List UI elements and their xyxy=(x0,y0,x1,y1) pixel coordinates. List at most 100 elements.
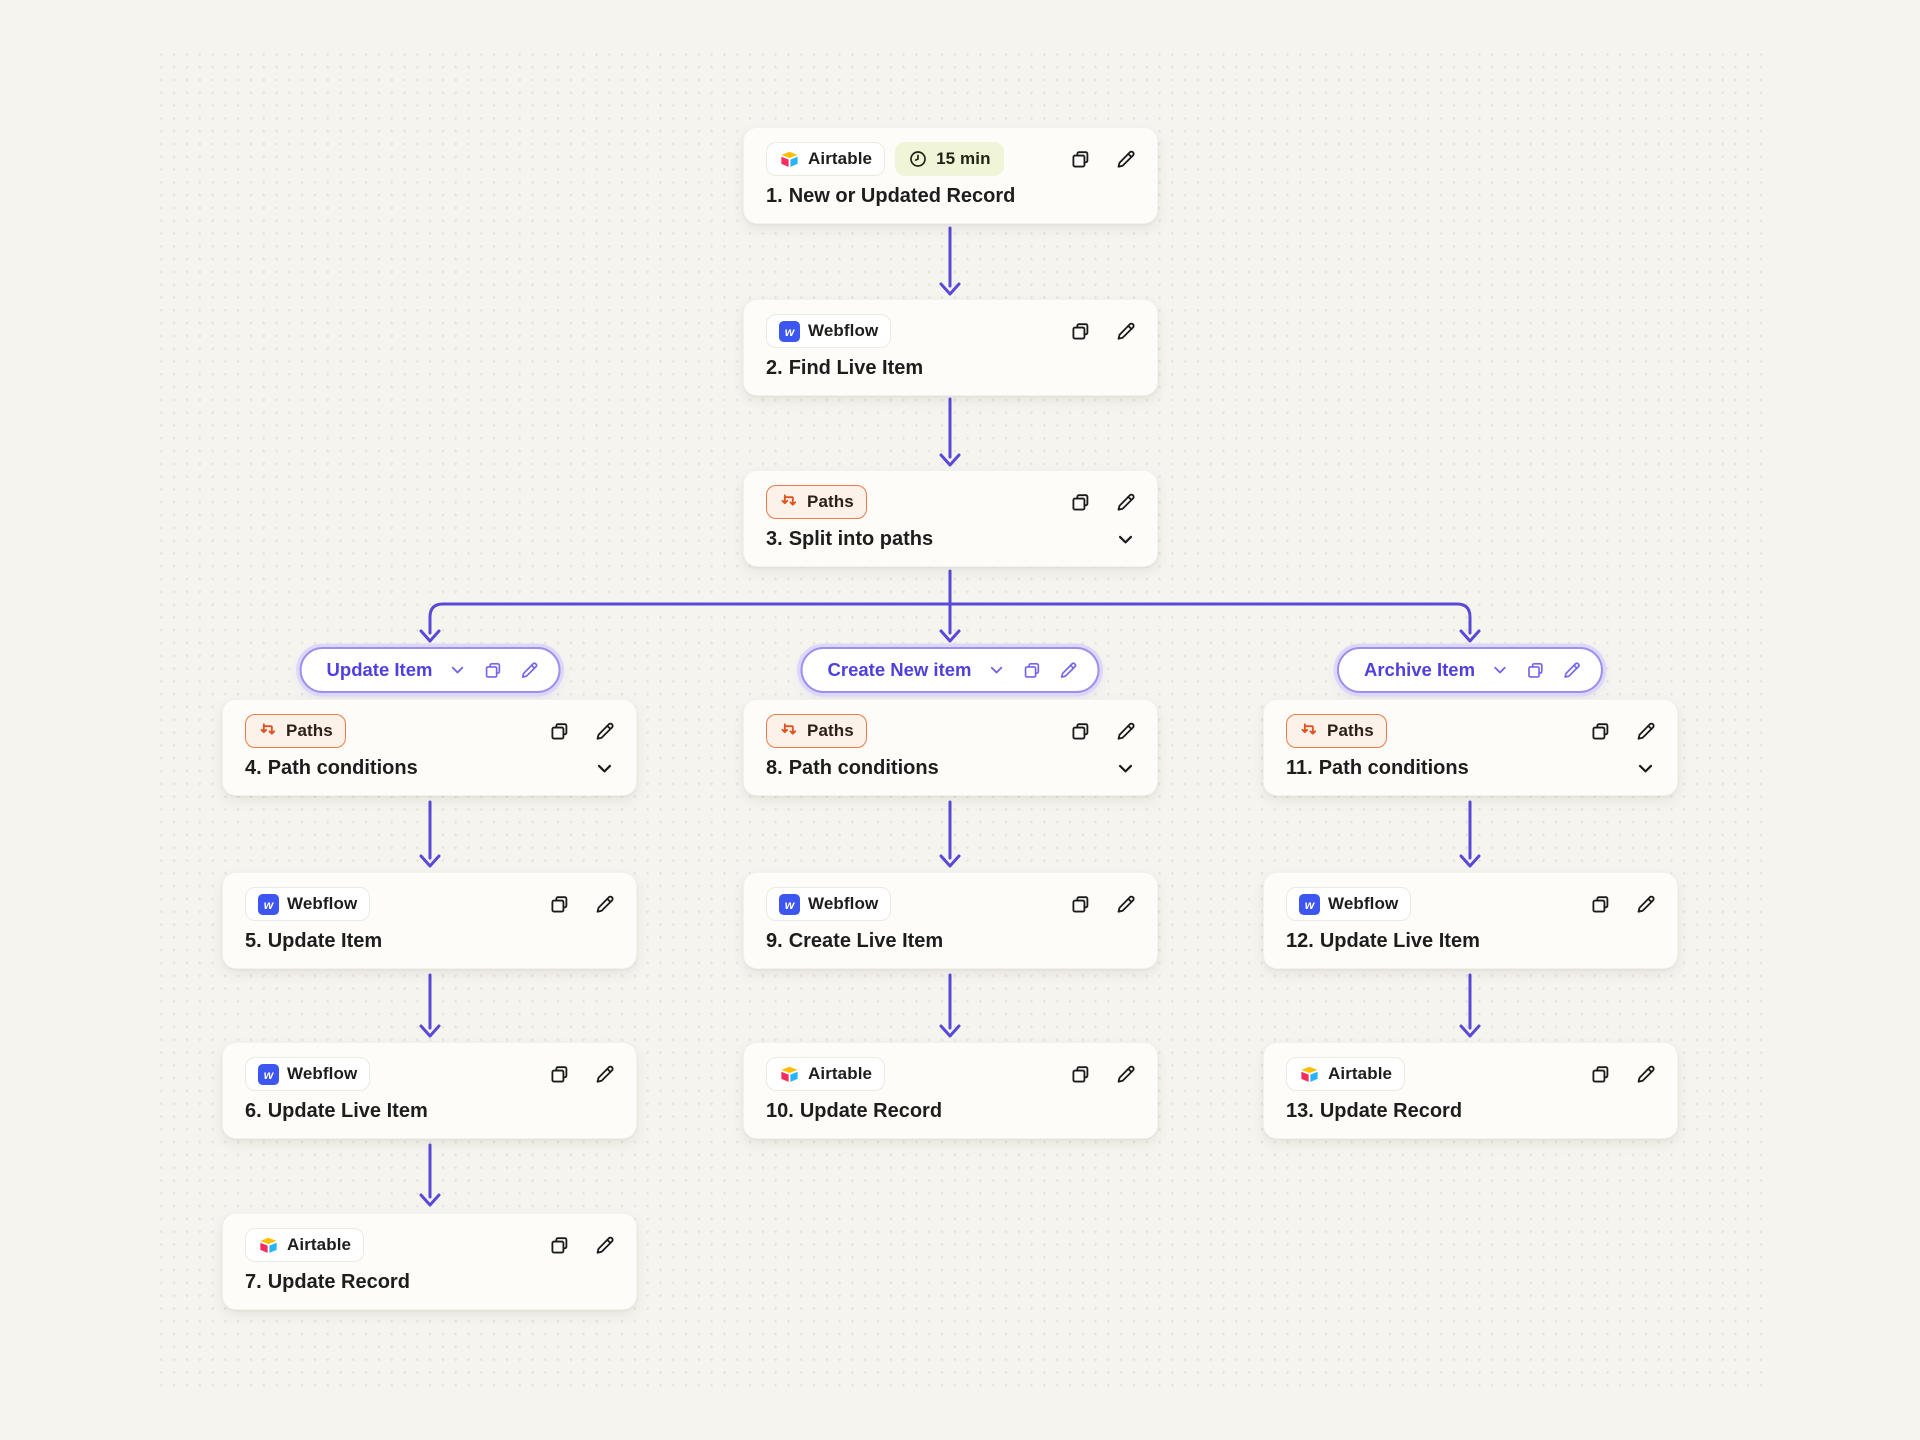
copy-icon[interactable] xyxy=(1021,660,1042,681)
path-pill-archive-item[interactable]: Archive Item xyxy=(1336,647,1604,693)
split-arrows-icon xyxy=(1299,721,1319,741)
step-card-10[interactable]: Airtable 10.Update Record xyxy=(743,1042,1158,1139)
split-arrows-icon xyxy=(258,721,278,741)
step-card-4[interactable]: Paths 4.Path conditions xyxy=(222,699,637,796)
airtable-icon xyxy=(258,1235,279,1256)
edit-button[interactable] xyxy=(593,720,616,743)
edit-button[interactable] xyxy=(1114,720,1137,743)
edit-button[interactable] xyxy=(1114,1063,1137,1086)
collapse-toggle[interactable] xyxy=(1634,757,1657,780)
copy-button[interactable] xyxy=(1069,1063,1092,1086)
badge-group: Airtable xyxy=(245,1228,365,1262)
edit-button[interactable] xyxy=(1114,320,1137,343)
badge-group: Paths xyxy=(1286,714,1387,748)
copy-button[interactable] xyxy=(1069,148,1092,171)
path-pill-label: Archive Item xyxy=(1363,659,1476,680)
copy-button[interactable] xyxy=(1069,893,1092,916)
step-card-9[interactable]: Webflow 9.Create Live Item xyxy=(743,872,1158,969)
app-badge-label: Webflow xyxy=(287,1064,358,1083)
paths-badge-label: Paths xyxy=(286,721,333,740)
badge-group: Webflow xyxy=(766,887,892,921)
pencil-icon xyxy=(1114,491,1137,514)
webflow-icon xyxy=(1299,894,1320,915)
copy-icon xyxy=(1069,491,1092,514)
pencil-icon xyxy=(1114,148,1137,171)
collapse-toggle[interactable] xyxy=(1114,528,1137,551)
paths-badge: Paths xyxy=(245,714,346,748)
app-badge-label: Webflow xyxy=(287,894,358,913)
pencil-icon[interactable] xyxy=(1057,660,1078,681)
edit-button[interactable] xyxy=(1114,893,1137,916)
chevron-down-icon[interactable] xyxy=(447,660,467,680)
edit-button[interactable] xyxy=(593,1063,616,1086)
edit-button[interactable] xyxy=(593,1234,616,1257)
app-badge-label: Webflow xyxy=(808,321,879,340)
step-title: 12.Update Live Item xyxy=(1286,930,1480,952)
step-card-3[interactable]: Paths 3.Split into paths xyxy=(743,470,1158,567)
step-card-13[interactable]: Airtable 13.Update Record xyxy=(1263,1042,1678,1139)
step-card-12[interactable]: Webflow 12.Update Live Item xyxy=(1263,872,1678,969)
pencil-icon xyxy=(1114,893,1137,916)
edit-button[interactable] xyxy=(1114,148,1137,171)
edit-button[interactable] xyxy=(1634,720,1657,743)
step-title: 8.Path conditions xyxy=(766,757,939,779)
badge-group: Webflow xyxy=(245,1057,371,1091)
pencil-icon[interactable] xyxy=(1561,660,1582,681)
step-card-8[interactable]: Paths 8.Path conditions xyxy=(743,699,1158,796)
webflow-icon xyxy=(779,894,800,915)
step-card-11[interactable]: Paths 11.Path conditions xyxy=(1263,699,1678,796)
copy-button[interactable] xyxy=(548,1063,571,1086)
chevron-down-icon[interactable] xyxy=(986,660,1006,680)
copy-icon xyxy=(548,893,571,916)
copy-icon xyxy=(548,720,571,743)
step-title: 13.Update Record xyxy=(1286,1100,1463,1122)
edit-button[interactable] xyxy=(1634,1063,1657,1086)
badge-group: Airtable xyxy=(766,1057,886,1091)
webflow-icon xyxy=(258,894,279,915)
copy-icon[interactable] xyxy=(482,660,503,681)
paths-badge-label: Paths xyxy=(807,721,854,740)
copy-button[interactable] xyxy=(1589,893,1612,916)
badge-group: Webflow xyxy=(245,887,371,921)
path-pill-update-item[interactable]: Update Item xyxy=(299,647,561,693)
copy-button[interactable] xyxy=(548,720,571,743)
edit-button[interactable] xyxy=(1114,491,1137,514)
copy-button[interactable] xyxy=(1589,720,1612,743)
webflow-icon xyxy=(258,1064,279,1085)
app-badge-webflow: Webflow xyxy=(766,314,892,348)
edit-button[interactable] xyxy=(593,893,616,916)
paths-badge: Paths xyxy=(766,485,867,519)
collapse-toggle[interactable] xyxy=(593,757,616,780)
pencil-icon[interactable] xyxy=(518,660,539,681)
paths-badge: Paths xyxy=(766,714,867,748)
step-title: 7.Update Record xyxy=(245,1271,410,1293)
app-badge-airtable: Airtable xyxy=(245,1228,365,1262)
step-card-1[interactable]: Airtable 15 min 1.New or Updated Record xyxy=(743,127,1158,224)
chevron-down-icon[interactable] xyxy=(1490,660,1510,680)
copy-icon[interactable] xyxy=(1525,660,1546,681)
step-title: 10.Update Record xyxy=(766,1100,943,1122)
copy-button[interactable] xyxy=(548,893,571,916)
copy-button[interactable] xyxy=(1069,720,1092,743)
step-title: 2.Find Live Item xyxy=(766,357,924,379)
pencil-icon xyxy=(1634,720,1657,743)
collapse-toggle[interactable] xyxy=(1114,757,1137,780)
badge-group: Paths xyxy=(245,714,346,748)
copy-button[interactable] xyxy=(548,1234,571,1257)
path-pill-create-new-item[interactable]: Create New item xyxy=(800,647,1100,693)
step-card-7[interactable]: Airtable 7.Update Record xyxy=(222,1213,637,1310)
copy-icon xyxy=(1589,1063,1612,1086)
copy-button[interactable] xyxy=(1589,1063,1612,1086)
step-card-5[interactable]: Webflow 5.Update Item xyxy=(222,872,637,969)
step-card-6[interactable]: Webflow 6.Update Live Item xyxy=(222,1042,637,1139)
badge-group: Webflow xyxy=(766,314,892,348)
step-card-2[interactable]: Webflow 2.Find Live Item xyxy=(743,299,1158,396)
copy-button[interactable] xyxy=(1069,320,1092,343)
step-title: 9.Create Live Item xyxy=(766,930,944,952)
polling-interval-label: 15 min xyxy=(936,149,991,168)
clock-icon xyxy=(908,149,928,169)
copy-button[interactable] xyxy=(1069,491,1092,514)
copy-icon xyxy=(1069,720,1092,743)
step-title: 11.Path conditions xyxy=(1286,757,1469,779)
edit-button[interactable] xyxy=(1634,893,1657,916)
